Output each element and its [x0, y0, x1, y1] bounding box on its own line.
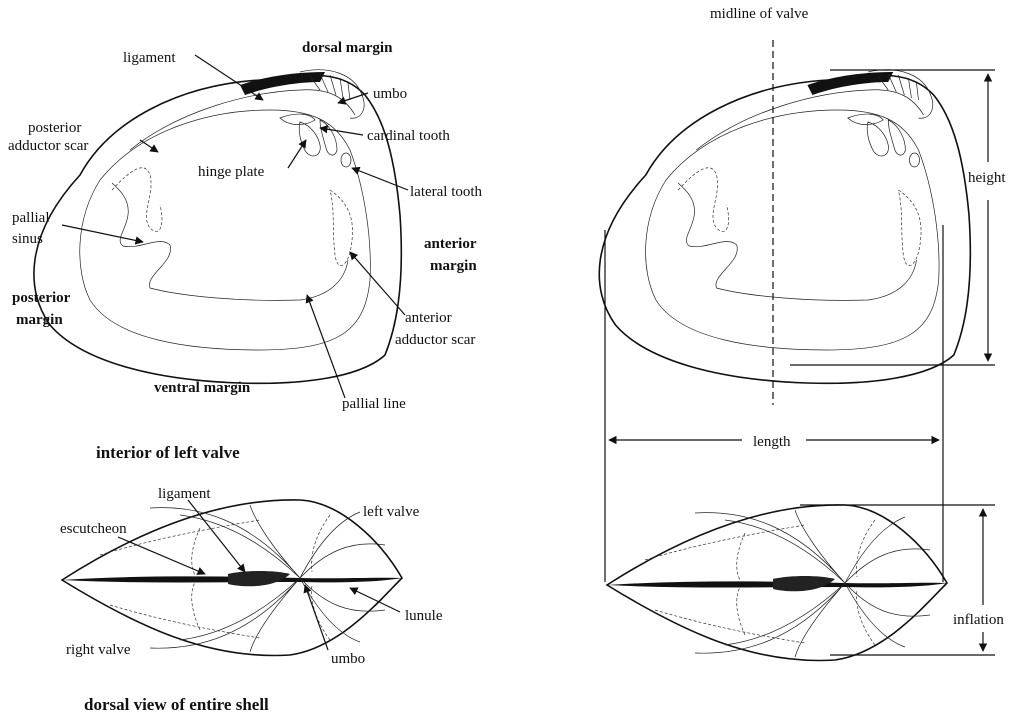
interior-valve: [34, 70, 401, 384]
caption-dorsal: dorsal view of entire shell: [84, 695, 269, 714]
label-left-valve: left valve: [363, 504, 420, 520]
label-lunule: lunule: [405, 608, 443, 624]
label-posterior-adductor-scar-2: adductor scar: [8, 138, 88, 154]
label-right-valve: right valve: [66, 642, 131, 658]
label-anterior-margin-2: margin: [430, 258, 477, 274]
label-inflation: inflation: [953, 612, 1004, 628]
measure-valve: [599, 70, 970, 384]
label-dorsal-ligament: ligament: [158, 486, 211, 502]
label-anterior-margin-1: anterior: [424, 236, 477, 252]
label-pallial-line: pallial line: [342, 396, 406, 412]
label-cardinal-tooth: cardinal tooth: [367, 128, 450, 144]
label-umbo: umbo: [373, 86, 407, 102]
label-ventral-margin: ventral margin: [154, 380, 251, 396]
label-height: height: [968, 170, 1006, 186]
label-posterior-adductor-scar-1: posterior: [28, 120, 81, 136]
label-posterior-margin-1: posterior: [12, 290, 71, 306]
label-anterior-adductor-scar-1: anterior: [405, 310, 452, 326]
label-pallial-sinus-1: pallial: [12, 210, 50, 226]
label-ligament: ligament: [123, 50, 176, 66]
label-length: length: [753, 434, 791, 450]
caption-interior: interior of left valve: [96, 443, 240, 462]
measure-dorsal: [607, 505, 947, 661]
label-hinge-plate: hinge plate: [198, 164, 265, 180]
label-posterior-margin-2: margin: [16, 312, 63, 328]
label-midline: midline of valve: [710, 6, 809, 22]
label-lateral-tooth: lateral tooth: [410, 184, 483, 200]
label-escutcheon: escutcheon: [60, 521, 127, 537]
label-anterior-adductor-scar-2: adductor scar: [395, 332, 475, 348]
label-dorsal-margin: dorsal margin: [302, 40, 393, 56]
label-dorsal-umbo: umbo: [331, 651, 365, 667]
label-pallial-sinus-2: sinus: [12, 231, 43, 247]
